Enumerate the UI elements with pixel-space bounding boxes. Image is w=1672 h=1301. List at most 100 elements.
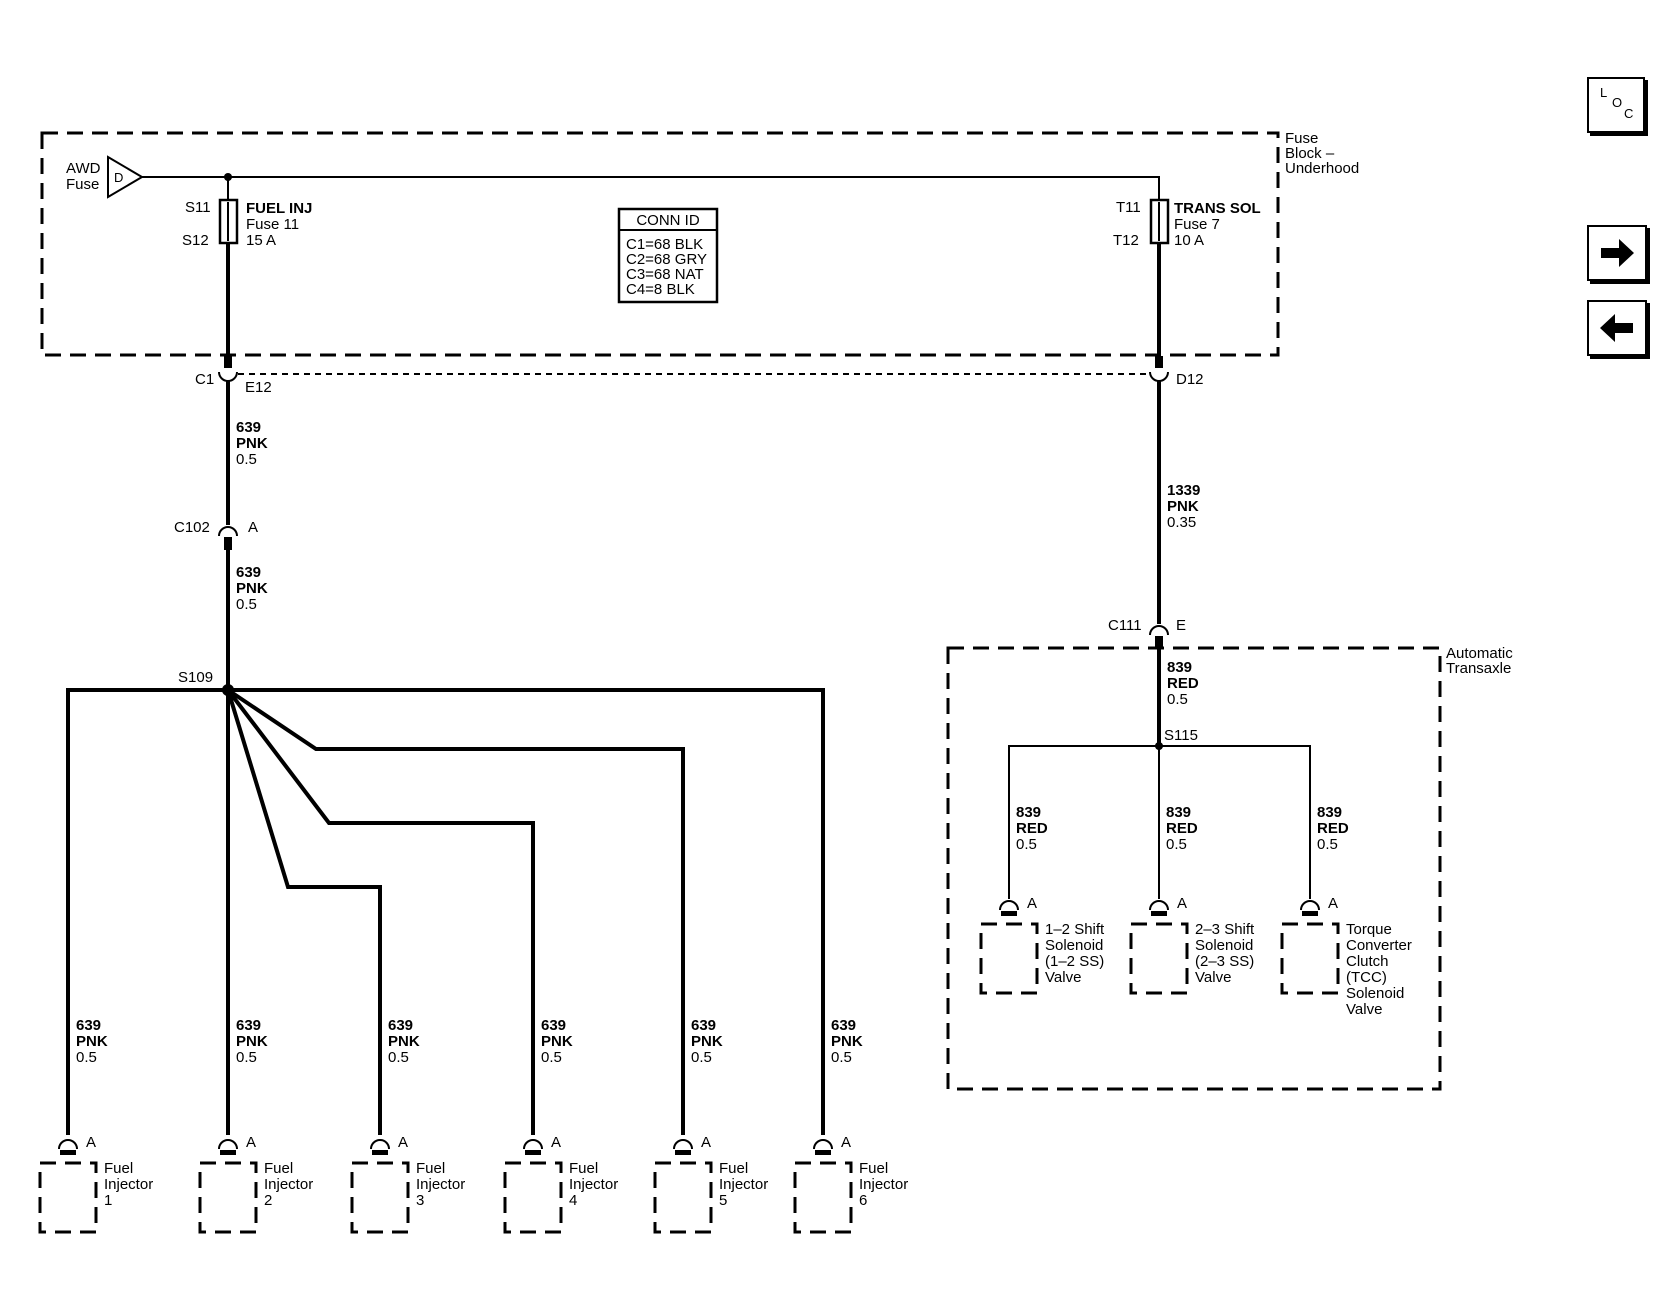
tcc-solenoid: 839 RED 0.5 A Torque Converter Clutch (T… [1280,804,1412,1018]
wire-size: 0.5 [831,1049,852,1066]
pin-block [220,1150,236,1155]
solenoid-outline [979,922,1039,995]
trans-sol-fuse-name: TRANS SOL [1174,200,1261,217]
solenoid-label: 2–3 Shift [1195,921,1255,938]
fuel-injector-circuit: C1 E12 639 PNK 0.5 C102 A 639 PNK 0.5 S1… [38,243,1150,1234]
wire-color: PNK [691,1033,723,1050]
previous-page-button[interactable] [1587,300,1647,356]
loc-letter-o: O [1612,95,1623,110]
d12-pin-block [1155,356,1163,368]
solenoid-label: 1–2 Shift [1045,921,1105,938]
injector-label: Fuel [859,1160,888,1177]
injector-label: 1 [104,1192,112,1209]
fuse-block: Fuse Block – Underhood AWD Fuse D S11 S1… [40,130,1359,357]
wire-size: 0.5 [388,1049,409,1066]
c111-connector-icon [1149,625,1169,636]
bus-bar-junction [224,173,232,181]
injector-label: 5 [719,1192,727,1209]
wire-circuit-number: 1339 [1167,482,1200,499]
fuel-injector-4: 639 PNK 0.5 A Fuel Injector 4 [503,1017,618,1234]
injector-pin-label: A [398,1134,408,1151]
fuel-inj-fuse-number: Fuse 11 [246,216,299,233]
solenoid-pin-label: A [1027,895,1037,912]
solenoid-label: (2–3 SS) [1195,953,1254,970]
wire-circuit-number: 839 [1167,659,1192,676]
wire-circuit-number: 639 [691,1017,716,1034]
injector-label: Fuel [569,1160,598,1177]
fuel-inj-fuse-pin-top: S11 [185,199,211,216]
wire-circuit-number: 639 [831,1017,856,1034]
pin-block [525,1150,541,1155]
solenoid-label: Valve [1045,969,1081,986]
transaxle-circuit: D12 1339 PNK 0.35 C111 E Automatic Trans… [946,243,1513,1091]
branch-injector-5 [226,688,685,1135]
injector-label: 2 [264,1192,272,1209]
c102-connector-icon [218,526,238,537]
injector-label: Injector [859,1176,908,1193]
fuel-inj-fuse-name: FUEL INJ [246,200,312,217]
solenoid-label: Valve [1346,1001,1382,1018]
wire-size: 0.5 [236,451,257,468]
s109-label: S109 [178,669,213,686]
injector-label: 3 [416,1192,424,1209]
wire-color: PNK [236,435,268,452]
wire-color: PNK [236,1033,268,1050]
wire-circuit-number: 639 [236,1017,261,1034]
c1-connector-icon [218,371,238,382]
c102-pin-label: A [248,519,258,536]
branch-injector-1 [66,688,228,1135]
solenoid-outline [1129,922,1189,995]
wire-color: PNK [236,580,268,597]
awd-fuse-pin: D [114,170,123,185]
c102-pin-block [224,537,232,550]
connector-icon [218,1139,238,1150]
trans-sol-fuse-pin-top: T11 [1116,199,1141,216]
conn-id-line: C4=8 BLK [626,281,695,298]
connector-icon [523,1139,543,1150]
fuse-block-label-2: Block – [1285,145,1335,162]
solenoid-outline [1280,922,1340,995]
d12-connector-icon [1149,371,1169,382]
fuse-block-label-3: Underhood [1285,160,1359,177]
transaxle-label-2: Transaxle [1446,660,1511,677]
arrow-left-icon [1600,314,1633,342]
arrow-right-icon [1601,239,1634,267]
connector-icon [58,1139,78,1150]
d12-pin-label: D12 [1176,371,1204,388]
fuel-inj-fuse-pin-bottom: S12 [182,232,209,249]
c1-pin-block [224,356,232,368]
wire-size: 0.35 [1167,514,1196,531]
solenoid-pin-label: A [1177,895,1187,912]
wire-color: PNK [831,1033,863,1050]
wire-circuit-number: 639 [236,564,261,581]
connector-icon [999,900,1019,911]
connector-icon [1149,900,1169,911]
injector-label: Injector [719,1176,768,1193]
connector-icon [1300,900,1320,911]
wire-size: 0.5 [1317,836,1338,853]
fuel-inj-fuse-amps: 15 A [246,232,276,249]
wire-size: 0.5 [1166,836,1187,853]
wire-color: PNK [76,1033,108,1050]
pin-block [1001,911,1017,916]
c102-label: C102 [174,519,210,536]
branch-injector-4 [226,688,535,1135]
injector-label: Injector [104,1176,153,1193]
fuel-injector-2: 639 PNK 0.5 A Fuel Injector 2 [198,1017,313,1234]
shift-solenoid-1-2: 839 RED 0.5 A 1–2 Shift Solenoid (1–2 SS… [979,804,1105,995]
wire-color: RED [1166,820,1198,837]
location-button[interactable]: L O C [1587,77,1645,133]
awd-fuse-label-1: AWD [66,160,101,177]
injector-pin-label: A [701,1134,711,1151]
loc-letter-l: L [1600,85,1608,100]
pin-block [1302,911,1318,916]
solenoid-label: Torque [1346,921,1392,938]
next-page-button[interactable] [1587,225,1647,281]
wire-circuit-number: 839 [1016,804,1041,821]
solenoid-label: (1–2 SS) [1045,953,1104,970]
bus-bar-wire [142,176,1160,200]
conn-id-line: C2=68 GRY [626,251,707,268]
trans-sol-fuse-pin-bottom: T12 [1113,232,1139,249]
injector-label: Injector [569,1176,618,1193]
transaxle-outline [946,646,1442,1091]
